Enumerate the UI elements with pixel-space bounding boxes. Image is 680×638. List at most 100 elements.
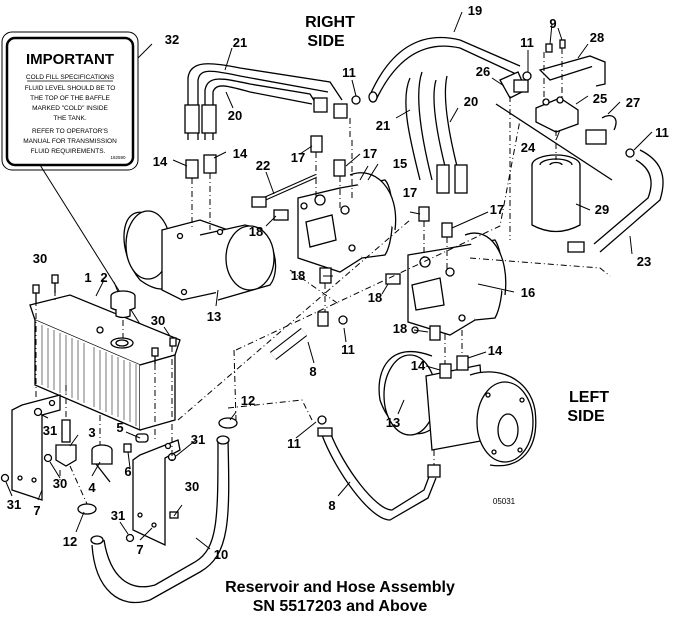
hydraulic-pump-15 [297,172,397,273]
callout-12: 12 [241,393,255,408]
callout-9: 9 [549,16,556,31]
decal-line: REFER TO OPERATOR'S [32,128,109,135]
callout-7: 7 [136,542,143,557]
hose-clamp-12 [218,417,238,429]
bolt-30 [151,347,159,364]
bolt-30 [169,337,177,347]
reservoir-cap [110,290,136,319]
callout-20: 20 [464,94,478,109]
callout-25: 25 [593,91,607,106]
fitting-6 [123,443,132,453]
callout-18: 18 [393,321,407,336]
callout-28: 28 [590,30,604,45]
callout-4: 4 [88,480,96,495]
fitting-22-bolt [251,174,317,208]
callout-18: 18 [368,290,382,305]
callout-18: 18 [249,224,263,239]
callout-14: 14 [411,358,426,373]
callout-22: 22 [256,158,270,173]
callout-21: 21 [376,118,390,133]
callout-12: 12 [63,534,77,549]
clamp-11 [625,148,635,158]
left-side-label-line1: LEFT [569,389,609,406]
right-side-label-line2: SIDE [307,33,345,50]
bolt-30 [169,511,179,519]
fitting-4-strainer [91,444,113,483]
figure-number: 05031 [493,497,516,506]
fitting-18 [429,325,441,341]
bolt-9 [545,43,553,53]
caption-serial: SN 5517203 and Above [253,598,428,615]
important-decal: IMPORTANT COLD FILL SPECIFICATIONS FLUID… [1,31,139,171]
hydraulic-pump-16 [407,232,507,336]
callout-labels: 32 21 20 11 14 14 22 17 17 15 18 13 19 9… [7,3,669,562]
callout-19: 19 [468,3,482,18]
callout-30: 30 [53,476,67,491]
callout-17: 17 [490,202,504,217]
callout-20: 20 [228,108,242,123]
decal-line: MARKED "COLD" INSIDE [32,105,108,112]
decal-line: THE TOP OF THE BAFFLE [30,95,110,102]
plug-5 [135,433,149,443]
callout-14: 14 [153,154,168,169]
callout-15: 15 [393,156,407,171]
decal-title: IMPORTANT [26,51,114,68]
fitting-18 [273,209,289,221]
elbow-26 [499,71,529,99]
callout-18: 18 [291,268,305,283]
callout-1: 1 [84,270,91,285]
callout-2: 2 [100,270,107,285]
nut-31 [125,533,135,543]
callout-27: 27 [626,95,640,110]
callout-11: 11 [287,436,301,451]
callout-16: 16 [521,285,535,300]
nut-31 [33,407,43,417]
clamp-11 [522,71,532,81]
fitting-14 [185,159,199,179]
callout-13: 13 [207,309,221,324]
oil-filter-29 [531,154,581,233]
fitting-27 [585,115,617,145]
decal-line: MANUAL FOR TRANSMISSION [23,138,117,145]
left-side-label-line2: SIDE [567,408,605,425]
callout-8: 8 [309,364,316,379]
hydraulic-motor-13-upper [123,210,277,301]
callout-13: 13 [386,415,400,430]
callout-5: 5 [116,420,123,435]
hydraulic-motor-13-lower [378,350,537,467]
callout-17: 17 [363,146,377,161]
clamp-11 [351,95,361,105]
callout-24: 24 [521,140,536,155]
fitting-17 [441,222,453,238]
callout-21: 21 [233,35,247,50]
nut-31 [0,473,10,483]
right-side-label-line1: RIGHT [305,14,355,31]
callout-31: 31 [43,423,57,438]
callout-11: 11 [341,342,355,357]
callout-6: 6 [124,464,131,479]
callout-14: 14 [233,146,248,161]
callout-17: 17 [291,150,305,165]
callout-11: 11 [342,65,356,80]
fitting-14 [456,355,469,371]
callout-8: 8 [328,498,335,513]
decal-line: COLD FILL SPECIFICATIONS [26,74,115,81]
callout-26: 26 [476,64,490,79]
callout-23: 23 [637,254,651,269]
callout-30: 30 [185,479,199,494]
fitting-18 [385,273,401,285]
reservoir-tank [29,294,181,431]
callout-17: 17 [403,185,417,200]
callout-32: 32 [165,32,179,47]
fitting-3 [55,419,77,467]
bracket-right [132,439,181,547]
clamp-11 [317,415,327,425]
nut-31 [43,453,53,463]
fitting-17 [333,159,346,177]
callout-11: 11 [520,35,534,50]
callout-31: 31 [191,432,205,447]
callout-10: 10 [214,547,228,562]
callout-30: 30 [151,313,165,328]
callout-29: 29 [595,202,609,217]
